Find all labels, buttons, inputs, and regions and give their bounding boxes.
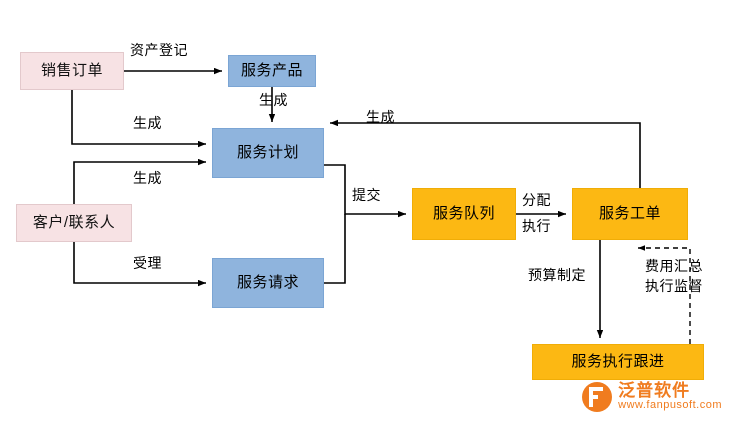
edge-label-budget-set: 预算制定 xyxy=(528,267,586,283)
edge-label-generate-order: 生成 xyxy=(133,115,162,131)
node-service-followup[interactable]: 服务执行跟进 xyxy=(532,344,704,380)
edge-label-asset-register: 资产登记 xyxy=(130,42,188,58)
node-customer-contact[interactable]: 客户/联系人 xyxy=(16,204,132,242)
edge-label-generate-return: 生成 xyxy=(366,109,395,125)
edge-label-generate-contact: 生成 xyxy=(133,170,162,186)
edge-label-cost-summary: 费用汇总 xyxy=(645,258,703,274)
edge-label-submit: 提交 xyxy=(352,187,381,203)
fanpu-logo-icon xyxy=(582,382,613,412)
edge-workorder-to-service-plan xyxy=(330,119,641,188)
node-sales-order[interactable]: 销售订单 xyxy=(20,52,124,90)
node-service-product[interactable]: 服务产品 xyxy=(228,55,316,87)
edge-label-assign: 分配 xyxy=(522,192,551,208)
edge-label-execute: 执行 xyxy=(522,218,551,234)
edge-label-accept: 受理 xyxy=(133,255,162,271)
edge-label-generate-product: 生成 xyxy=(259,92,288,108)
edge-service-request-to-service-queue xyxy=(324,214,346,284)
watermark-brand-cn: 泛普软件 xyxy=(618,381,691,401)
edge-label-exec-supervise: 执行监督 xyxy=(645,278,703,294)
watermark: 泛普软件 www.fanpusoft.com xyxy=(582,382,722,412)
node-service-request[interactable]: 服务请求 xyxy=(212,258,324,308)
node-service-queue[interactable]: 服务队列 xyxy=(412,188,516,240)
watermark-brand-en: www.fanpusoft.com xyxy=(618,399,722,412)
node-service-workorder[interactable]: 服务工单 xyxy=(572,188,688,240)
watermark-text: 泛普软件 www.fanpusoft.com xyxy=(618,382,722,411)
node-service-plan[interactable]: 服务计划 xyxy=(212,128,324,178)
